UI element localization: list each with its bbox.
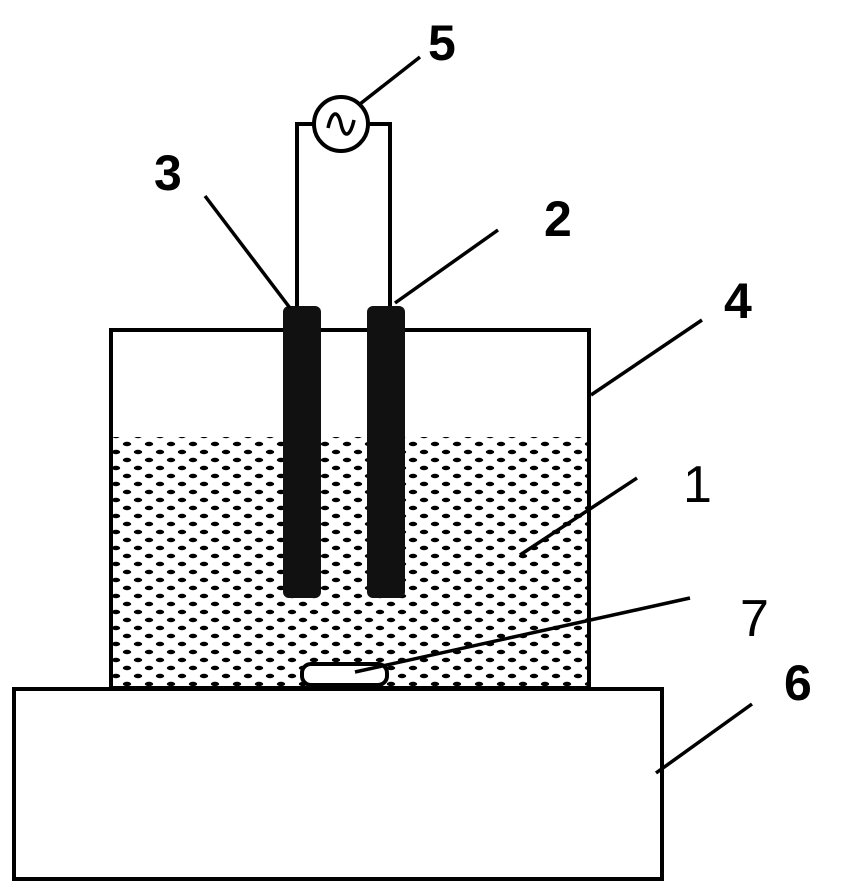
leader-line-6 bbox=[654, 702, 754, 775]
label-container: 4 bbox=[724, 273, 752, 329]
leader-line-5 bbox=[358, 55, 422, 106]
label-electrode-left: 3 bbox=[154, 145, 182, 201]
ac-source bbox=[312, 95, 370, 153]
electrode-right bbox=[367, 306, 405, 598]
leader-line-3 bbox=[203, 194, 292, 310]
leader-line-1 bbox=[519, 476, 638, 557]
label-electrode-right: 2 bbox=[544, 191, 572, 247]
sine-wave-icon bbox=[326, 112, 356, 136]
wire-right bbox=[369, 122, 392, 306]
label-stir-bar: 7 bbox=[740, 590, 769, 648]
label-ac-source: 5 bbox=[428, 15, 456, 71]
electrolyte-liquid bbox=[113, 437, 589, 687]
leader-line-7 bbox=[354, 596, 691, 674]
label-electrolyte: 1 bbox=[683, 456, 712, 514]
base-platform bbox=[12, 687, 664, 881]
wire-left bbox=[295, 122, 314, 306]
leader-line-2 bbox=[393, 228, 500, 305]
electrode-left bbox=[283, 306, 321, 598]
label-base-platform: 6 bbox=[784, 655, 812, 711]
leader-line-4 bbox=[590, 318, 703, 397]
